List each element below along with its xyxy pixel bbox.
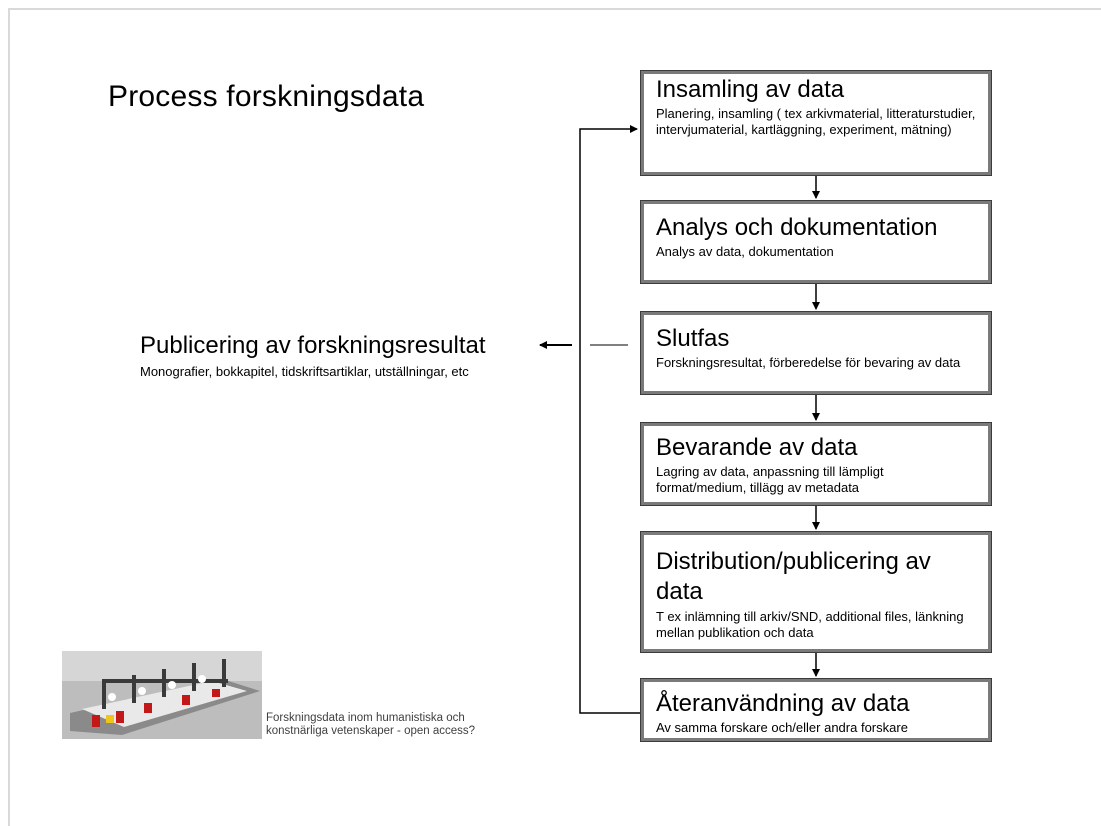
feedback-loop-arrow xyxy=(579,125,640,714)
step-heading: Insamling av data xyxy=(656,76,845,103)
step-heading: Återanvändning av data xyxy=(656,690,910,717)
step-heading: Slutfas xyxy=(656,325,730,352)
step-description: T ex inlämning till arkiv/SND, additiona… xyxy=(656,609,964,640)
step-analys-box: Analys och dokumentation Analys av data,… xyxy=(640,200,992,284)
slide-title: Process forskningsdata xyxy=(108,80,425,113)
publication-block: Publicering av forskningsresultat Monogr… xyxy=(140,332,540,380)
step-distribution-box: Distribution/publicering av data T ex in… xyxy=(640,531,992,653)
slide-frame xyxy=(8,8,1101,826)
step-slutfas-box: Slutfas Forskningsresultat, förberedelse… xyxy=(640,311,992,395)
thumbnail-caption: Forskningsdata inom humanistiska och kon… xyxy=(266,712,476,737)
step-heading: Distribution/publicering av data xyxy=(656,548,931,605)
step-description: Forskningsresultat, förberedelse för bev… xyxy=(656,355,961,370)
publication-heading: Publicering av forskningsresultat xyxy=(140,332,486,359)
step-description: Av samma forskare och/eller andra forska… xyxy=(656,720,908,735)
step-insamling-box: Insamling av data Planering, insamling (… xyxy=(640,70,992,176)
step-heading: Analys och dokumentation xyxy=(656,214,938,241)
step-ateranvandning-box: Återanvändning av data Av samma forskare… xyxy=(640,678,992,742)
step-description: Planering, insamling ( tex arkivmaterial… xyxy=(656,106,976,137)
step-bevarande-box: Bevarande av data Lagring av data, anpas… xyxy=(640,422,992,506)
presentation-thumbnail-image xyxy=(62,651,262,739)
step-heading: Bevarande av data xyxy=(656,434,858,461)
step-description: Lagring av data, anpassning till lämplig… xyxy=(656,464,884,495)
publication-description: Monografier, bokkapitel, tidskriftsartik… xyxy=(140,364,469,379)
step-description: Analys av data, dokumentation xyxy=(656,244,834,259)
